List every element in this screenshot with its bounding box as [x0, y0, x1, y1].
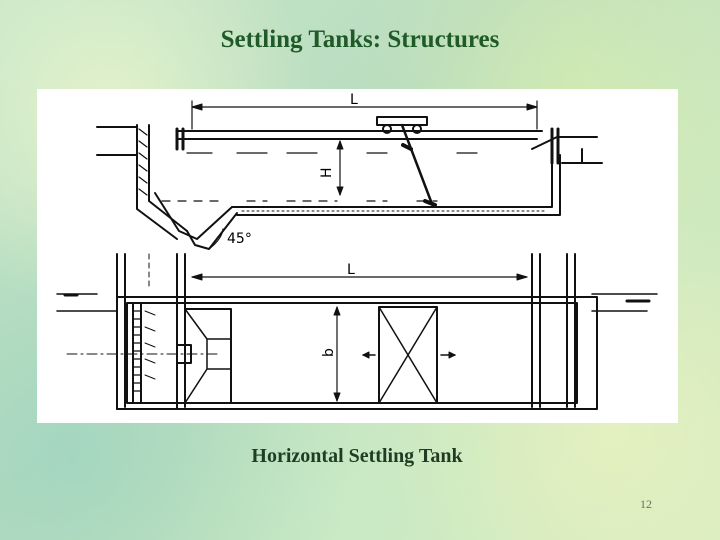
travel-arrows	[362, 351, 456, 359]
section-length-label: L	[350, 92, 358, 108]
tank-bottom	[231, 148, 561, 216]
tank-drawing: L H 45° L	[37, 89, 678, 423]
section-view: L H 45°	[96, 92, 603, 250]
wall-hatching	[138, 128, 148, 196]
inlet-baffle	[175, 127, 185, 151]
scraper-bridge	[378, 306, 438, 404]
carriage-wheel	[382, 124, 392, 134]
carriage-wheel	[412, 124, 422, 134]
scraper-blades	[401, 143, 437, 207]
scraper-cross	[378, 306, 438, 404]
sludge-hopper	[154, 192, 233, 240]
inlet-pipe	[56, 293, 118, 312]
plan-length-label: L	[347, 262, 355, 278]
tank-inner	[126, 302, 578, 404]
inlet-channel	[96, 126, 138, 156]
outlet-pipe	[591, 293, 658, 312]
distribution-slots	[132, 310, 142, 392]
tank-rim	[176, 130, 543, 140]
figure-caption: Horizontal Settling Tank	[251, 445, 463, 467]
slope-angle-label: 45°	[227, 231, 252, 247]
plan-length-arrows	[191, 273, 528, 281]
distribution-ports	[144, 310, 156, 380]
depth-arrows	[336, 140, 344, 196]
hopper-slopes	[184, 308, 232, 404]
depth-label: H	[319, 167, 335, 178]
width-arrows	[333, 306, 341, 402]
width-label: b	[321, 348, 337, 357]
tank-outline	[116, 296, 598, 410]
length-arrows	[191, 103, 538, 111]
outlet-channel-walls	[531, 253, 576, 408]
left-wall	[136, 124, 188, 240]
scraper-arm	[400, 123, 434, 206]
sludge-outlet	[176, 344, 192, 364]
slope-arc	[208, 228, 224, 250]
length-dimension	[191, 100, 538, 130]
distribution-channel	[132, 302, 142, 404]
hopper-box	[184, 308, 232, 404]
page-number: 12	[640, 497, 652, 511]
outlet-weir	[531, 136, 603, 164]
plan-view: L b	[56, 253, 658, 410]
outlet-baffle	[550, 127, 560, 165]
horizontal-settling-tank-diagram: L H 45° L	[56, 92, 658, 410]
slide-title: Settling Tanks: Structures	[220, 26, 500, 53]
